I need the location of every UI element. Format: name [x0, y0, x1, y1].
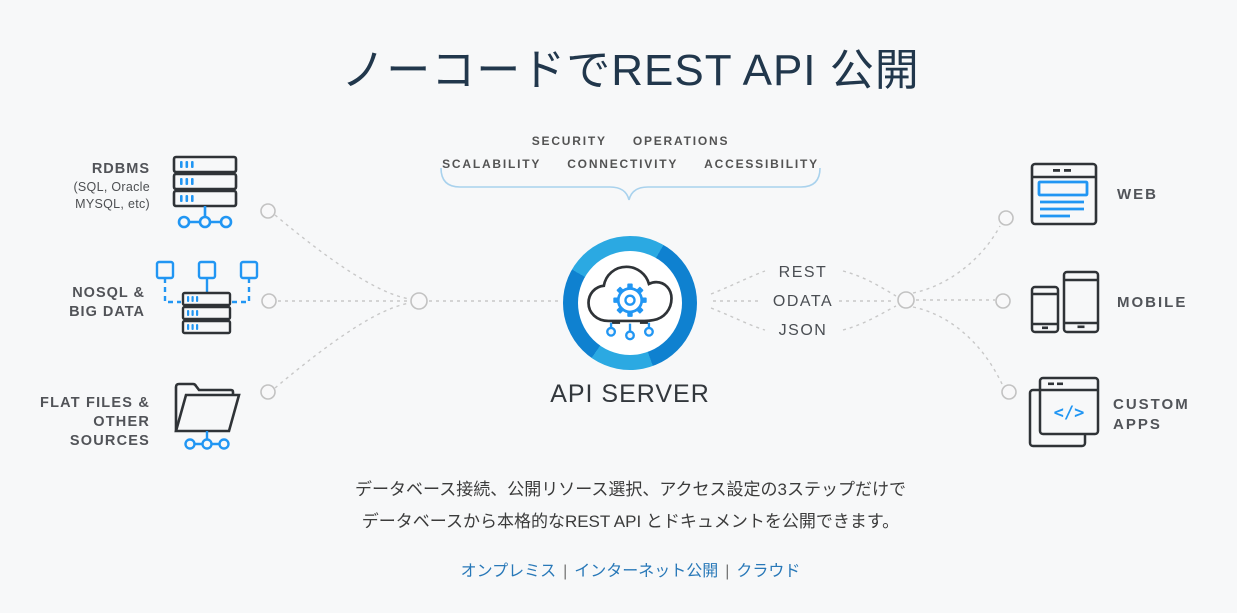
source-label-nosql: NOSQL & BIG DATA: [69, 285, 145, 320]
protocol-rest: REST: [778, 264, 828, 281]
capability-accessibility: ACCESSIBILITY: [704, 157, 819, 171]
capability-scalability: SCALABILITY: [442, 157, 542, 171]
code-glyph: </>: [1054, 403, 1085, 423]
capability-operations: OPERATIONS: [632, 134, 730, 148]
capability-row-2: SCALABILITY CONNECTIVITY ACCESSIBILITY: [12, 153, 1237, 176]
consumer-label-custom-apps: CUSTOM APPS: [1113, 396, 1190, 433]
deployment-links: オンプレミス | インターネット公開 | クラウド: [12, 557, 1237, 581]
page-title: ノーコードでREST API 公開: [341, 46, 920, 95]
gear-icon: [613, 283, 647, 317]
protocol-labels: REST ODATA JSON: [763, 258, 843, 345]
web-browser-icon: [1030, 162, 1098, 226]
source-label-rdbms: RDBMS (SQL, Oracle MYSQL, etc): [73, 161, 150, 211]
description-line-1: データベース接続、公開リソース選択、アクセス設定の3ステップだけで: [355, 480, 906, 499]
api-server-inner-circle: [578, 251, 682, 355]
rdbms-server-icon: [172, 155, 238, 229]
cloud-gear-icon: [587, 265, 673, 341]
nosql-cluster-icon: [155, 260, 259, 335]
link-separator: |: [725, 563, 730, 580]
consumer-label-web: WEB: [1117, 186, 1158, 203]
capability-labels: SECURITY OPERATIONS SCALABILITY CONNECTIVI…: [12, 130, 1237, 176]
custom-apps-icon: </>: [1028, 376, 1100, 448]
link-internet-publish[interactable]: インターネット公開: [574, 563, 719, 580]
protocol-odata: ODATA: [772, 293, 834, 310]
link-separator: |: [563, 563, 568, 580]
consumer-label-mobile: MOBILE: [1117, 294, 1188, 311]
node-chain-icon: [177, 206, 233, 229]
link-on-premise[interactable]: オンプレミス: [460, 563, 557, 580]
capability-connectivity: CONNECTIVITY: [567, 157, 679, 171]
source-label-flat-files: FLAT FILES & OTHER SOURCES: [40, 395, 150, 449]
description-line-2: データベースから本格的なREST API とドキュメントを公開できます。: [361, 512, 900, 531]
flat-files-folder-icon: [174, 382, 241, 450]
mobile-devices-icon: [1030, 270, 1100, 334]
api-server-ring: [563, 236, 697, 370]
link-cloud[interactable]: クラウド: [736, 563, 801, 580]
node-chain-icon: [184, 431, 230, 450]
capability-security: SECURITY: [531, 134, 607, 148]
protocol-json: JSON: [778, 322, 828, 339]
description-text: データベース接続、公開リソース選択、アクセス設定の3ステップだけで データベース…: [12, 474, 1237, 538]
capability-row-1: SECURITY OPERATIONS: [12, 130, 1237, 153]
api-server-label: API SERVER: [550, 380, 710, 408]
